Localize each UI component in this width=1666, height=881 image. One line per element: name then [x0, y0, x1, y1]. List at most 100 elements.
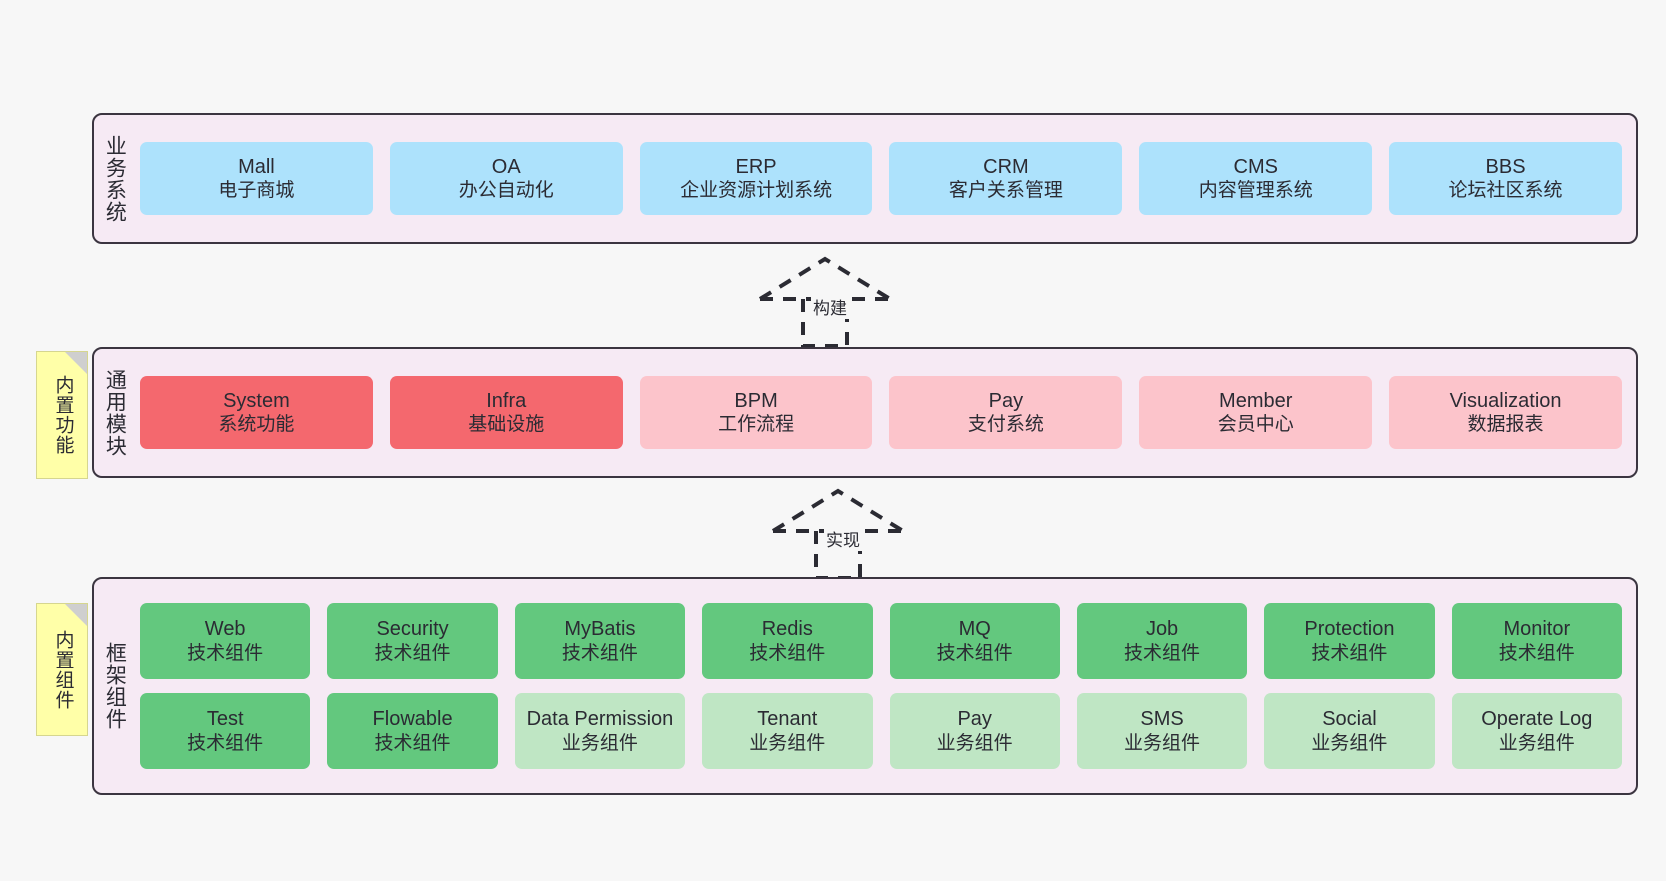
node-subtitle: 技术组件 [374, 642, 451, 664]
layer-framework-components: 框架组件 Web 技术组件 Security 技术组件 MyBatis 技术组件… [92, 577, 1638, 795]
node-title: Redis [761, 618, 813, 641]
note-text: 内置功能 [52, 375, 74, 455]
node-tenant[interactable]: Tenant 业务组件 [702, 693, 873, 769]
node-subtitle: 业务组件 [749, 732, 826, 754]
node-subtitle: 系统功能 [218, 414, 295, 436]
node-row: Web 技术组件 Security 技术组件 MyBatis 技术组件 Redi… [140, 603, 1622, 679]
node-subtitle: 会员中心 [1217, 414, 1294, 436]
node-title: Infra [486, 389, 527, 412]
node-sms[interactable]: SMS 业务组件 [1076, 693, 1248, 769]
node-title: Member [1219, 389, 1293, 412]
node-title: Tenant [757, 708, 818, 731]
node-title: MQ [958, 618, 991, 641]
node-mall[interactable]: Mall 电子商城 [140, 142, 373, 215]
node-system[interactable]: System 系统功能 [140, 376, 373, 449]
node-subtitle: 技术组件 [1124, 642, 1201, 664]
layer-label-framework-components: 框架组件 [103, 642, 127, 730]
node-title: Visualization [1449, 389, 1562, 412]
node-title: Protection [1304, 618, 1395, 641]
node-title: BPM [734, 389, 778, 412]
node-flowable[interactable]: Flowable 技术组件 [327, 693, 498, 769]
node-title: Pay [957, 708, 992, 731]
node-title: Pay [988, 389, 1024, 412]
node-subtitle: 技术组件 [936, 642, 1013, 664]
generalization-arrow-icon [771, 488, 905, 580]
layer-common-modules: 通用模块 System 系统功能 Infra 基础设施 BPM 工作流程 Pay… [92, 347, 1638, 478]
node-title: Monitor [1503, 618, 1571, 641]
node-mybatis[interactable]: MyBatis 技术组件 [514, 603, 686, 679]
node-title: CMS [1233, 155, 1278, 178]
node-title: CRM [983, 155, 1029, 178]
layer-business-systems: 业务系统 Mall 电子商城 OA 办公自动化 ERP 企业资源计划系统 CRM… [92, 113, 1638, 244]
node-subtitle: 数据报表 [1467, 414, 1544, 436]
node-title: Mall [238, 155, 275, 178]
generalization-arrow-icon [758, 256, 892, 348]
node-title: Flowable [372, 708, 453, 731]
node-subtitle: 内容管理系统 [1198, 180, 1313, 202]
node-subtitle: 技术组件 [1311, 642, 1388, 664]
node-title: System [223, 389, 290, 412]
node-title: MyBatis [564, 618, 636, 641]
node-title: BBS [1485, 155, 1526, 178]
node-row: Test 技术组件 Flowable 技术组件 Data Permission … [140, 693, 1622, 769]
node-title: Data Permission [526, 708, 674, 731]
node-subtitle: 业务组件 [936, 732, 1013, 754]
node-monitor[interactable]: Monitor 技术组件 [1451, 603, 1622, 679]
node-subtitle: 业务组件 [1311, 732, 1388, 754]
connector-implement: 实现 [768, 486, 938, 581]
node-web[interactable]: Web 技术组件 [140, 603, 311, 679]
note-builtin-features: 内置功能 [36, 351, 88, 479]
node-social[interactable]: Social 业务组件 [1264, 693, 1435, 769]
node-cms[interactable]: CMS 内容管理系统 [1139, 142, 1373, 215]
node-subtitle: 业务组件 [1124, 732, 1201, 754]
node-bbs[interactable]: BBS 论坛社区系统 [1389, 142, 1622, 215]
layer-label-business-systems: 业务系统 [103, 134, 127, 223]
node-subtitle: 技术组件 [374, 732, 451, 754]
layer-body-business-systems: Mall 电子商城 OA 办公自动化 ERP 企业资源计划系统 CRM 客户关系… [134, 115, 1636, 242]
node-operate-log[interactable]: Operate Log 业务组件 [1451, 693, 1622, 769]
node-title: SMS [1140, 708, 1184, 731]
node-crm[interactable]: CRM 客户关系管理 [889, 142, 1123, 215]
node-protection[interactable]: Protection 技术组件 [1264, 603, 1435, 679]
connector-build: 构建 [755, 254, 925, 349]
node-title: Operate Log [1481, 708, 1593, 731]
node-erp[interactable]: ERP 企业资源计划系统 [639, 142, 873, 215]
node-infra[interactable]: Infra 基础设施 [389, 376, 623, 449]
node-oa[interactable]: OA 办公自动化 [389, 142, 623, 215]
node-member[interactable]: Member 会员中心 [1139, 376, 1373, 449]
node-row: System 系统功能 Infra 基础设施 BPM 工作流程 Pay 支付系统… [140, 376, 1622, 449]
node-subtitle: 技术组件 [187, 642, 264, 664]
connector-label-implement: 实现 [824, 526, 862, 551]
node-subtitle: 工作流程 [718, 414, 795, 436]
connector-label-build: 构建 [811, 294, 849, 319]
node-subtitle: 业务组件 [561, 732, 638, 754]
node-redis[interactable]: Redis 技术组件 [702, 603, 873, 679]
layer-body-common-modules: System 系统功能 Infra 基础设施 BPM 工作流程 Pay 支付系统… [134, 349, 1636, 476]
node-subtitle: 技术组件 [561, 642, 638, 664]
node-title: Social [1322, 708, 1377, 731]
node-mq[interactable]: MQ 技术组件 [889, 603, 1060, 679]
node-pay-component[interactable]: Pay 业务组件 [889, 693, 1060, 769]
note-builtin-components: 内置组件 [36, 603, 88, 736]
note-text: 内置组件 [52, 629, 74, 710]
node-test[interactable]: Test 技术组件 [140, 693, 311, 769]
node-visualization[interactable]: Visualization 数据报表 [1389, 376, 1622, 449]
node-title: Web [204, 618, 246, 641]
node-row: Mall 电子商城 OA 办公自动化 ERP 企业资源计划系统 CRM 客户关系… [140, 142, 1622, 215]
node-title: Security [376, 618, 449, 641]
node-security[interactable]: Security 技术组件 [327, 603, 498, 679]
node-pay-module[interactable]: Pay 支付系统 [889, 376, 1123, 449]
node-subtitle: 技术组件 [749, 642, 826, 664]
layer-body-framework-components: Web 技术组件 Security 技术组件 MyBatis 技术组件 Redi… [134, 579, 1636, 793]
node-subtitle: 业务组件 [1498, 732, 1575, 754]
node-subtitle: 企业资源计划系统 [680, 180, 833, 202]
node-subtitle: 技术组件 [187, 732, 264, 754]
node-bpm[interactable]: BPM 工作流程 [639, 376, 873, 449]
node-job[interactable]: Job 技术组件 [1076, 603, 1248, 679]
layer-label-common-modules: 通用模块 [103, 368, 127, 457]
node-title: Job [1145, 618, 1179, 641]
node-data-permission[interactable]: Data Permission 业务组件 [514, 693, 686, 769]
node-title: ERP [735, 155, 777, 178]
node-subtitle: 技术组件 [1498, 642, 1575, 664]
